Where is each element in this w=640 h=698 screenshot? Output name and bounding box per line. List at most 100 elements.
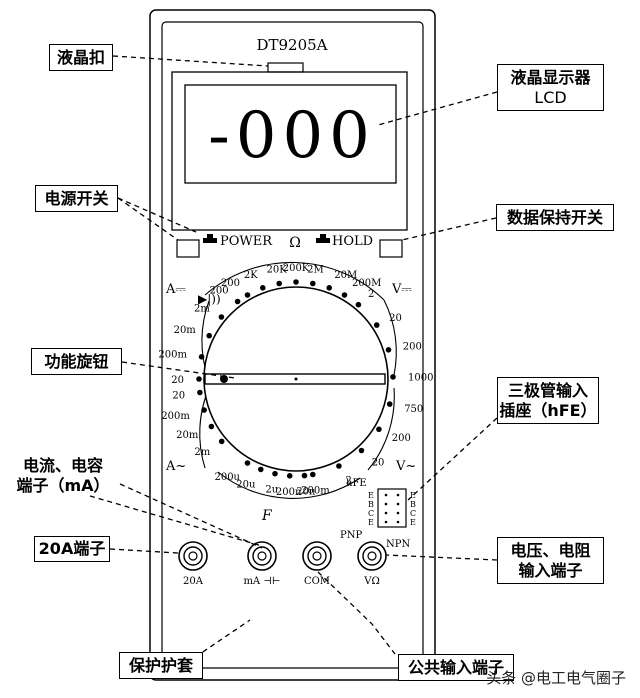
jack-hole-1 — [257, 551, 267, 561]
callout-com-terminal-text: 公共输入端子 — [407, 657, 504, 677]
dial-label-v-dc: V⎓ — [391, 282, 412, 297]
socket-hole-left-0 — [384, 493, 388, 497]
callout-protective-case: 保护护套 — [119, 652, 203, 679]
cap-label-4: 20n — [296, 487, 316, 498]
resistance-dot-0 — [244, 292, 251, 298]
right-label-1: 20 — [389, 313, 402, 324]
resistance-dot-5 — [326, 285, 333, 291]
right-label-6: 20 — [372, 458, 385, 469]
socket-hole-right-0 — [396, 493, 400, 497]
callout-volt-res-line1: 电压、电阻 — [510, 540, 591, 560]
right-label-4: 750 — [404, 404, 423, 415]
jack-label-1: mA ⊣⊢ — [243, 576, 280, 587]
left_top-dot-2 — [206, 332, 212, 339]
leader-function-knob — [121, 361, 236, 379]
resistance-dot-4 — [310, 280, 316, 287]
callout-power-switch: 电源开关 — [35, 185, 118, 212]
ohm-symbol: Ω — [289, 235, 301, 251]
dial-label-a-ac: A~ — [165, 459, 186, 474]
socket-hole-right-3 — [396, 520, 400, 524]
right-label-5: 200 — [392, 433, 411, 444]
cap-dot-4 — [301, 472, 308, 479]
leader-power-switch-2 — [117, 197, 197, 233]
right-label-0: 2 — [368, 289, 374, 300]
right-dot-2 — [385, 347, 392, 353]
leader-lcd-clip — [112, 55, 269, 67]
left_top-label-4: 20 — [171, 375, 184, 386]
jack-hole-0 — [188, 551, 198, 561]
left_bottom-label-3: 2m — [194, 447, 210, 458]
resistance-dot-2 — [276, 280, 283, 287]
right-label-2: 200 — [403, 341, 422, 352]
knob-indicator-dot — [220, 375, 228, 383]
left_top-dot-1 — [218, 314, 225, 320]
callout-20a-terminal: 20A端子 — [34, 536, 110, 562]
callout-function-knob: 功能旋钮 — [31, 348, 122, 375]
resistance-dot-1 — [260, 285, 266, 291]
right-dot-1 — [373, 322, 380, 328]
left_bottom-label-0: 20 — [172, 391, 185, 402]
callout-com-terminal: 公共输入端子 — [398, 654, 514, 681]
socket-pin-left-1: B — [368, 500, 374, 509]
callout-function-knob-text: 功能旋钮 — [44, 351, 109, 371]
leader-ma-terminal — [89, 495, 263, 547]
socket-pin-left-0: E — [368, 491, 374, 500]
right-dot-7 — [336, 463, 342, 469]
socket-hole-right-1 — [396, 502, 400, 506]
resistance-dot-3 — [293, 279, 299, 285]
function-knob-center — [294, 377, 298, 381]
callout-20a-terminal-text: 20A端子 — [38, 539, 106, 558]
power-push-icon-stem — [207, 234, 213, 239]
lcd-window — [184, 84, 397, 184]
left_bottom-dot-2 — [208, 423, 215, 430]
left_bottom-dot-0 — [197, 389, 203, 396]
callout-transistor-socket: 三极管输入插座（hFE） — [497, 377, 599, 424]
cap-dot-1 — [258, 466, 264, 473]
socket-pin-left-2: C — [368, 509, 374, 518]
hold-button[interactable] — [379, 239, 403, 258]
hfe-socket[interactable] — [377, 488, 407, 528]
cap-dot-2 — [272, 470, 278, 477]
watermark: 头条 @电工电气圈子 — [486, 669, 626, 687]
cap-label-1: 20u — [236, 479, 256, 490]
socket-hole-left-1 — [384, 502, 388, 506]
dial-label-v-ac: V~ — [395, 459, 416, 474]
callout-hold-switch-text: 数据保持开关 — [506, 207, 603, 227]
callout-volt-res-terminal: 电压、电阻输入端子 — [497, 537, 604, 584]
left_top-label-2: 20m — [174, 325, 197, 336]
model-name: DT9205A — [256, 36, 327, 54]
resistance-label-0: 200 — [221, 278, 240, 289]
left_bottom-label-2: 20m — [176, 430, 199, 441]
resistance-label-1: 2K — [244, 270, 258, 281]
callout-lcd-display-text: 液晶显示器 — [510, 67, 591, 87]
jack-hole-3 — [367, 551, 377, 561]
right-label-3: 1000 — [408, 373, 433, 384]
leader-volt-res-terminal — [385, 554, 498, 561]
socket-label-npn: NPN — [386, 539, 410, 550]
leader-ma-terminal-2 — [119, 483, 263, 549]
callout-hold-switch: 数据保持开关 — [496, 204, 614, 231]
jack-label-0: 20A — [183, 576, 204, 587]
right-dot-4 — [386, 401, 393, 407]
dial-position-dots — [196, 279, 396, 479]
callout-lcd-clip: 液晶扣 — [49, 44, 113, 71]
right-dot-5 — [376, 426, 382, 433]
cap-dot-3 — [286, 473, 293, 479]
socket-pin-right-0: E — [410, 491, 416, 500]
lcd-clip — [267, 62, 304, 73]
callout-transistor-socket-line1: 三极管输入 — [507, 380, 588, 400]
socket-hole-left-3 — [384, 520, 388, 524]
right-dot-6 — [358, 447, 365, 454]
hold-push-icon — [316, 238, 330, 243]
callout-protective-case-text: 保护护套 — [128, 655, 193, 675]
left_top-label-1: 2m — [194, 303, 210, 314]
callout-volt-res-line2: 输入端子 — [518, 560, 583, 580]
power-button[interactable] — [176, 239, 200, 258]
left_top-label-0: 200 — [210, 286, 229, 297]
meter-body-outline — [161, 21, 424, 669]
lcd-readout: -000 — [208, 99, 376, 173]
